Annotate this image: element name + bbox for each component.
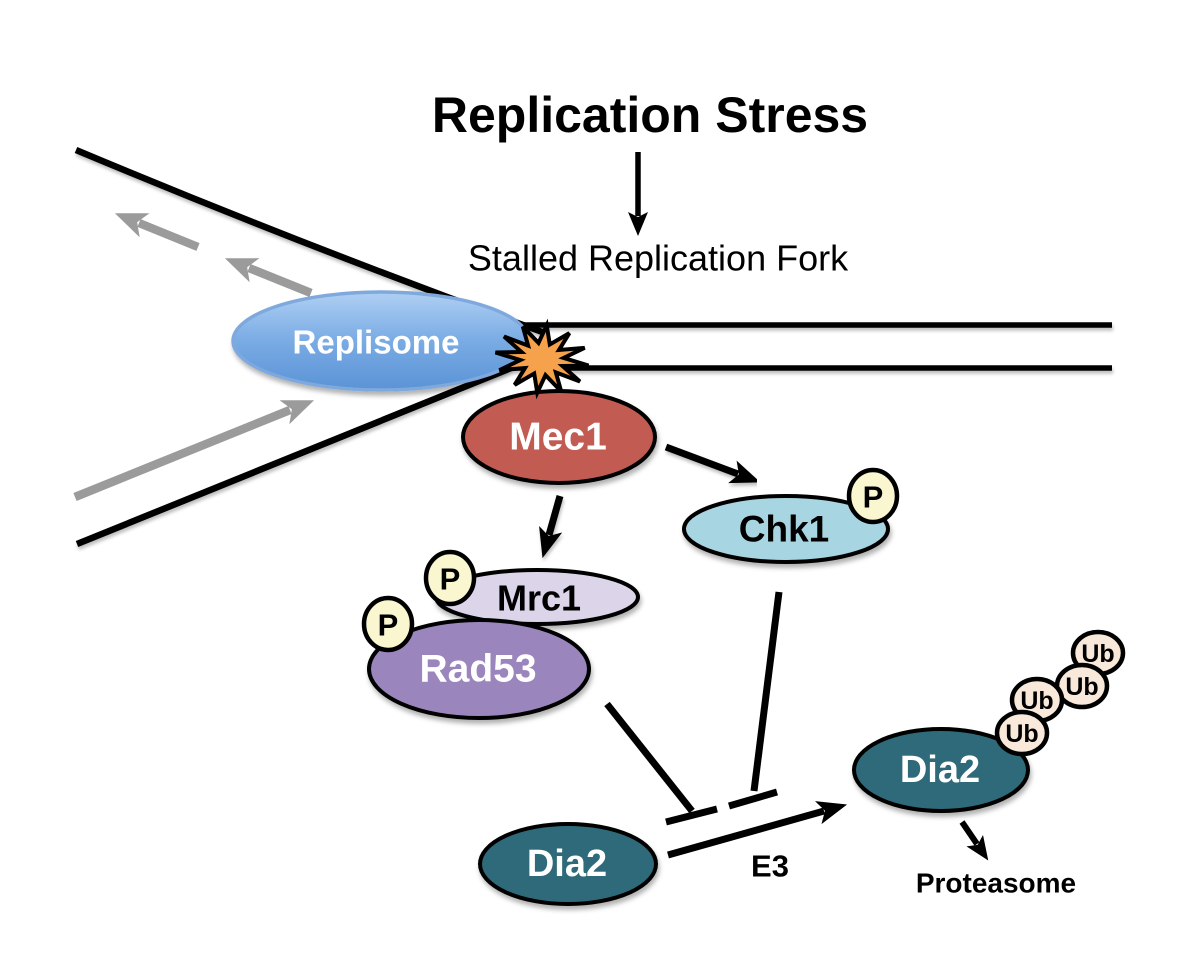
chk1-inhibition-bar [728, 788, 778, 810]
phospho-label: P [378, 608, 399, 643]
dia2-ubiquitination-arrow [667, 801, 848, 859]
rad53-inhibition-line [604, 701, 695, 814]
mec1-label: Mec1 [509, 416, 607, 459]
ubiquitin-chain: Ub Ub Ub Ub [994, 629, 1126, 757]
dia2-ubiquitinated-node: Dia2 [852, 727, 1030, 813]
mrc1-node: Mrc1 [434, 568, 640, 626]
e3-ligase-label: E3 [751, 849, 789, 884]
ubiquitin-circle [994, 709, 1050, 757]
rad53-label: Rad53 [419, 648, 536, 691]
phospho-circle [361, 595, 415, 653]
ubiquitin-label: Ub [1065, 673, 1098, 701]
dia2-to-proteasome-arrow [959, 820, 989, 861]
dia2-ubiquitinated-label: Dia2 [900, 749, 980, 791]
proteasome-label: Proteasome [916, 868, 1076, 899]
phospho-label: P [863, 480, 884, 515]
mec1-node: Mec1 [461, 389, 657, 485]
replication-direction-arrow [114, 213, 200, 251]
phospho-circle [423, 549, 477, 607]
dia2-label: Dia2 [527, 843, 607, 885]
mec1-to-chk1-arrow [664, 443, 761, 484]
phospho-circle [846, 467, 900, 525]
chk1-inhibition-line [750, 591, 783, 792]
mec1-to-mrc1-arrow [539, 495, 564, 559]
phospho-badge: P [846, 467, 900, 525]
dia2-ubiquitinated-ellipse [852, 727, 1030, 813]
chk1-node: Chk1 [682, 494, 890, 564]
mrc1-label: Mrc1 [497, 578, 581, 619]
replication-direction-arrow [73, 400, 315, 501]
dia2-ellipse [478, 822, 658, 906]
replication-direction-arrow [224, 258, 313, 297]
rad53-ellipse [367, 618, 591, 720]
ubiquitin-label: Ub [1005, 720, 1038, 748]
replication-direction-arrows [73, 213, 315, 501]
diagram-title: Replication Stress [432, 87, 868, 143]
rad53-node: Rad53 [367, 618, 591, 720]
replisome-label: Replisome [293, 324, 460, 361]
phospho-badge: P [423, 549, 477, 607]
replisome-node: Replisome [231, 290, 531, 392]
dna-fork [74, 147, 1112, 548]
ubiquitin-badge: Ub [1054, 662, 1110, 710]
phospho-badge: P [361, 595, 415, 653]
stalled-fork-label: Stalled Replication Fork [468, 238, 849, 279]
chk1-label: Chk1 [739, 509, 829, 550]
dia2-node: Dia2 [478, 822, 658, 906]
fork-lower-arm [75, 362, 518, 548]
fork-stall-burst-icon [494, 318, 590, 400]
chk1-ellipse [682, 494, 890, 564]
rad53-inhibition-bar [665, 805, 718, 826]
ubiquitin-badge: Ub [994, 709, 1050, 757]
phospho-label: P [440, 562, 461, 597]
